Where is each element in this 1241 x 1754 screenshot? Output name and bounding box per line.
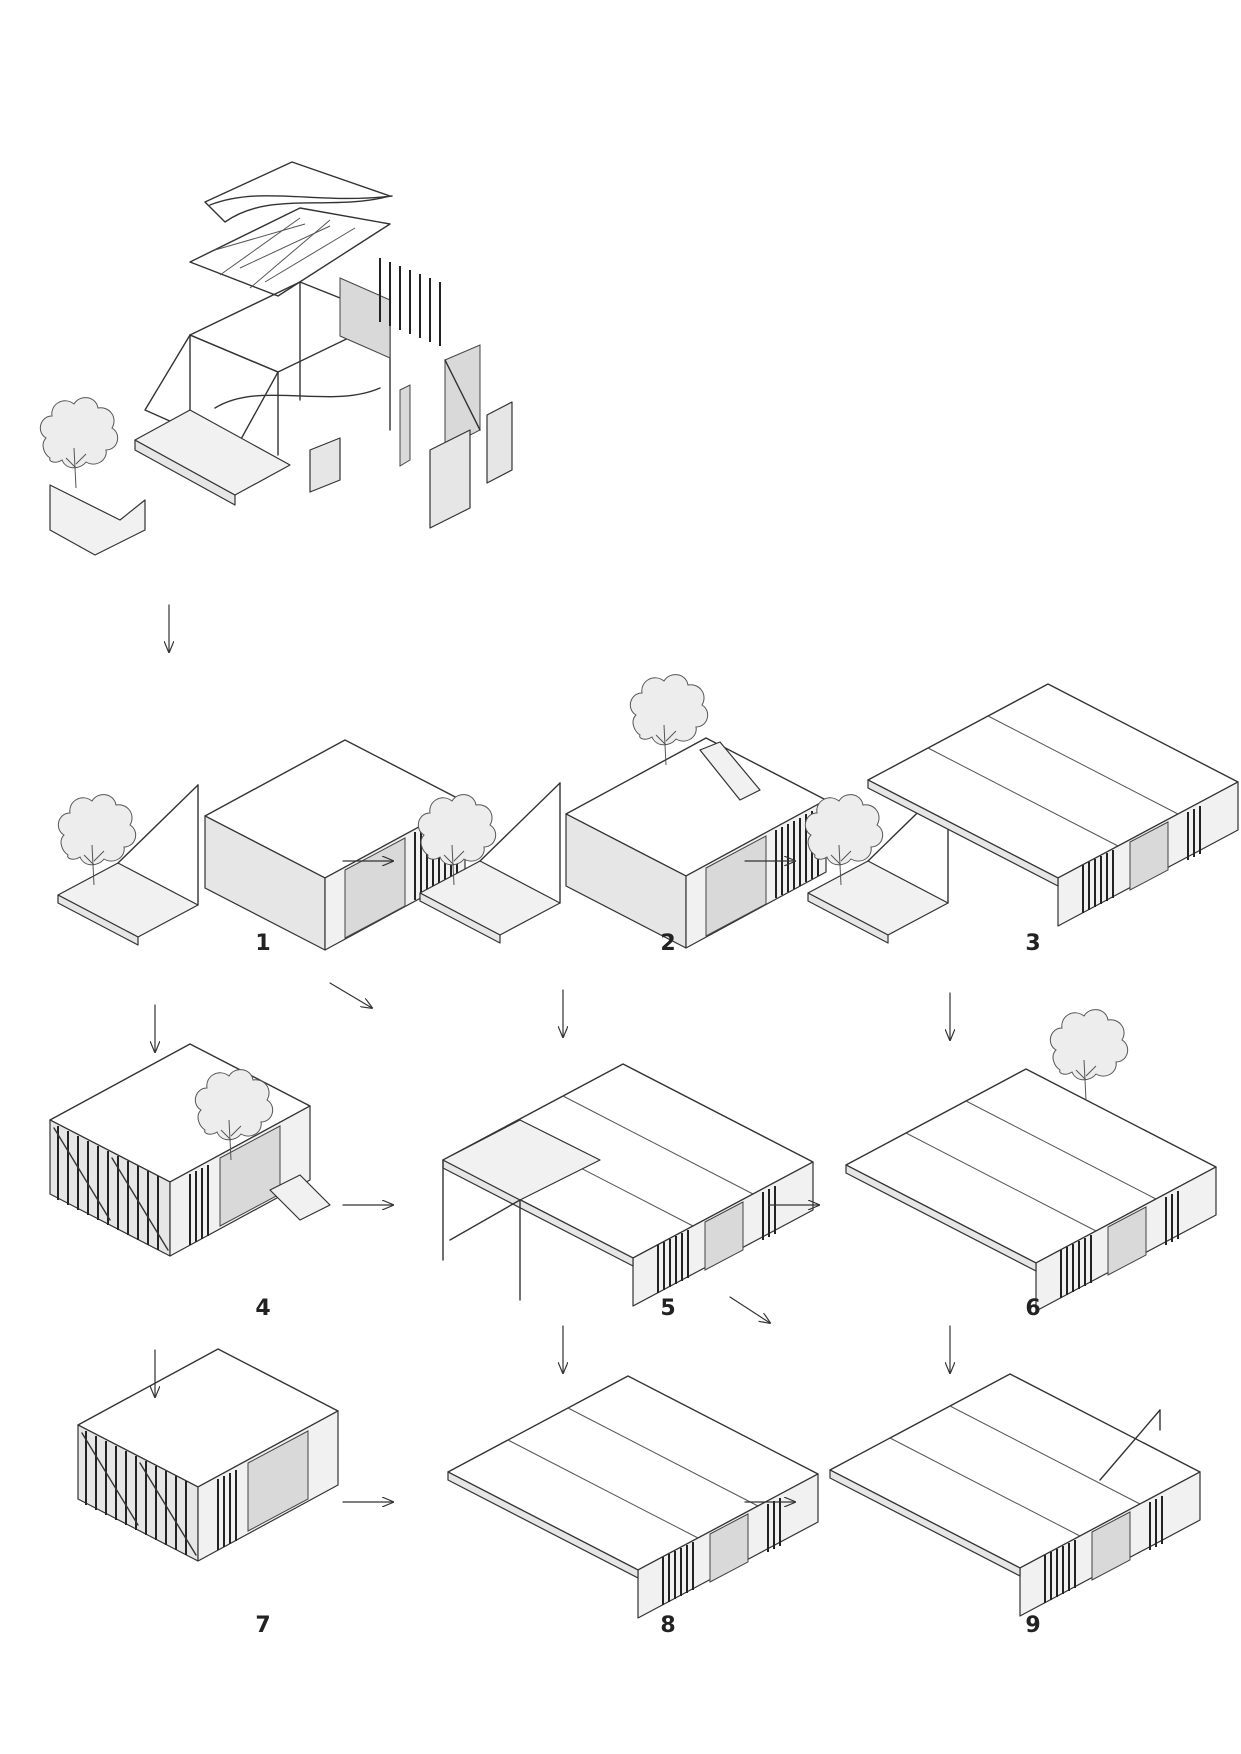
step-9-module — [829, 1373, 1201, 1617]
step-label-7: 7 — [255, 1613, 270, 1638]
step-label-6: 6 — [1025, 1296, 1040, 1321]
step-label-4: 4 — [255, 1296, 270, 1321]
step-label-1: 1 — [255, 931, 270, 956]
step-label-2: 2 — [660, 931, 675, 956]
flow-arrows — [155, 604, 950, 1502]
step-label-9: 9 — [1025, 1613, 1040, 1638]
step-5-module — [442, 1063, 814, 1307]
arrow-5-to-9 — [729, 1296, 770, 1323]
exploded-axonometric — [39, 161, 513, 556]
step-1-module — [57, 739, 466, 951]
step-label-8: 8 — [660, 1613, 675, 1638]
step-6-module — [845, 1009, 1217, 1312]
step-labels: 1 2 3 4 5 6 7 8 9 — [255, 931, 1040, 1638]
step-4-module — [49, 1043, 331, 1257]
step-8-module — [447, 1375, 819, 1619]
step-label-5: 5 — [660, 1296, 675, 1321]
step-2-module — [417, 674, 827, 949]
step-3-module — [804, 683, 1239, 944]
step-7-module — [77, 1348, 339, 1562]
step-label-3: 3 — [1025, 931, 1040, 956]
arrow-1-to-5 — [329, 982, 372, 1008]
